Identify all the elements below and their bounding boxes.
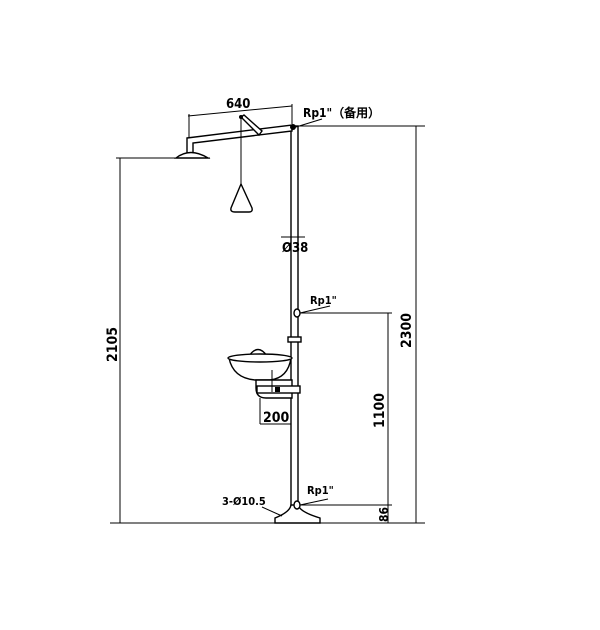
dim-inlet-height: 1100: [372, 393, 388, 428]
dim-total-height: 2300: [399, 313, 415, 348]
label-bottom-inlet: Rp1": [307, 484, 334, 497]
pull-handle: [230, 114, 263, 213]
dim-bottom-inlet: 86: [377, 507, 391, 522]
label-base-holes: 3-Ø10.5: [222, 495, 266, 508]
showerhead: [173, 151, 211, 159]
dim-arm-length: 640: [226, 97, 250, 112]
shower-arm: [173, 124, 296, 159]
dim-shower-height: 2105: [105, 327, 121, 362]
dim-basin-offset: 200: [263, 410, 290, 426]
eyewash-basin: [227, 348, 301, 399]
vertical-pipe: [274, 125, 321, 524]
label-top-inlet: Rp1"（备用）: [303, 105, 380, 120]
dim-pipe-diameter: Ø38: [282, 241, 308, 256]
label-mid-inlet: Rp1": [310, 294, 337, 307]
